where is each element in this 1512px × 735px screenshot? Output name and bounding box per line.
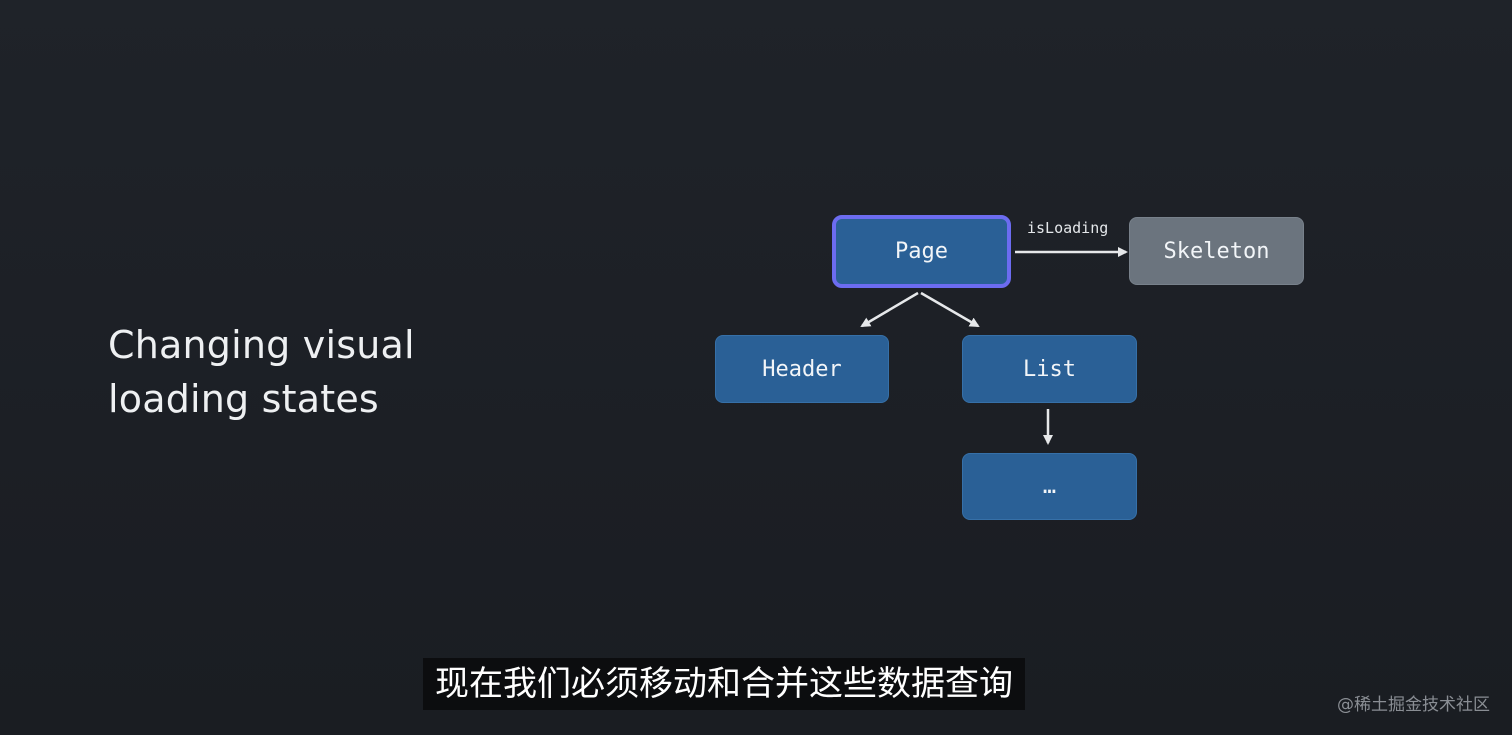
video-subtitle: 现在我们必须移动和合并这些数据查询 (423, 658, 1025, 710)
node-page: Page (832, 215, 1011, 288)
node-header: Header (715, 335, 889, 403)
node-skeleton: Skeleton (1129, 217, 1304, 285)
slide-title-line-2: loading states (108, 377, 379, 421)
edge-label-isloading: isLoading (1027, 219, 1109, 237)
node-list: List (962, 335, 1137, 403)
watermark: @稀土掘金技术社区 (1337, 695, 1490, 715)
slide-title-line-1: Changing visual (108, 323, 415, 367)
edge-page-to-list (920, 291, 980, 328)
node-ellipsis: … (962, 453, 1137, 520)
edge-page-to-header (860, 291, 919, 328)
slide-title: Changing visual loading states (108, 318, 528, 426)
